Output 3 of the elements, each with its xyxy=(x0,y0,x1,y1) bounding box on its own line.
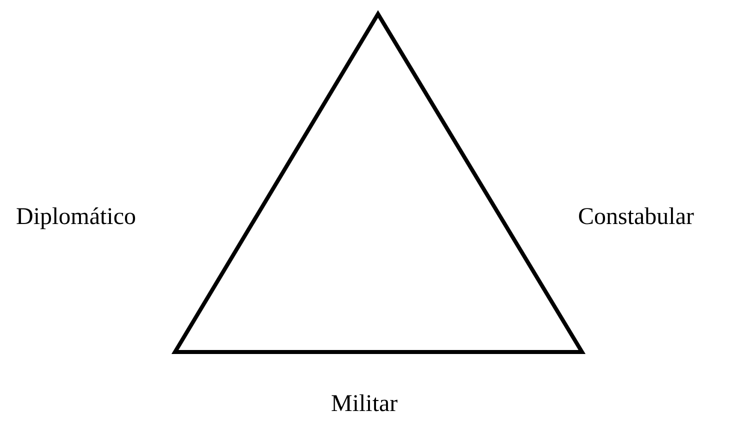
side-label: Diplomático xyxy=(16,205,136,229)
side-label: Militar xyxy=(331,392,398,416)
side-label: Constabular xyxy=(578,205,694,229)
